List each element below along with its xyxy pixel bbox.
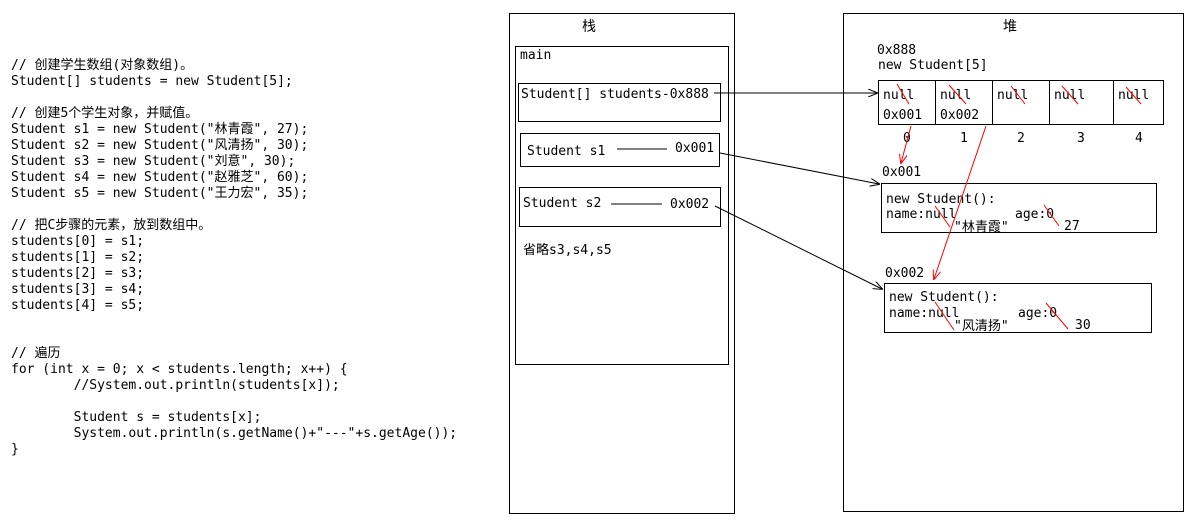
s2-variable-ref: 0x002	[670, 197, 710, 212]
array-cell-old-value: null	[940, 88, 972, 103]
object2-name-value: "风清扬"	[954, 319, 1009, 334]
code-line: // 把C步骤的元素，放到数组中。	[11, 218, 212, 233]
object1-name-label: name:null	[886, 207, 957, 222]
code-line: //System.out.println(students[x]);	[11, 378, 340, 393]
code-line: Student s = students[x];	[11, 410, 262, 425]
main-frame-label: main	[520, 48, 552, 63]
students-variable-label: Student[] students-0x888	[521, 87, 709, 102]
array-label: new Student[5]	[878, 58, 988, 73]
object1-age-label: age:0	[1015, 207, 1055, 222]
code-line: Student[] students = new Student[5];	[11, 74, 293, 89]
main-frame	[515, 46, 729, 365]
heap-title: 堆	[1003, 19, 1017, 35]
object1-title: new Student():	[886, 192, 996, 207]
s1-variable-label: Student s1	[527, 144, 606, 159]
object2-box	[884, 283, 1152, 333]
code-line: students[4] = s5;	[11, 298, 145, 313]
object2-age-label: age:0	[1018, 306, 1058, 321]
code-line: students[0] = s1;	[11, 234, 145, 249]
code-line: Student s3 = new Student("刘意", 30);	[11, 154, 296, 169]
code-line: // 创建学生数组(对象数组)。	[11, 58, 194, 73]
array-cell-old-value: null	[1054, 88, 1086, 103]
array-cell-old-value: null	[997, 88, 1029, 103]
code-line: // 创建5个学生对象，并赋值。	[11, 106, 199, 121]
code-line: for (int x = 0; x < students.length; x++…	[11, 362, 348, 377]
stack-title: 栈	[582, 19, 596, 35]
object2-title: new Student():	[889, 290, 999, 305]
array-cell-index: 0	[903, 131, 911, 146]
array-cell-index: 2	[1017, 131, 1025, 146]
object1-age-value: 27	[1064, 219, 1080, 234]
array-cell-old-value: null	[883, 88, 915, 103]
code-line: Student s4 = new Student("赵雅芝", 60);	[11, 170, 309, 185]
s1-variable-ref: 0x001	[675, 141, 715, 156]
array-cell-divider	[1049, 80, 1050, 125]
array-cell-divider	[992, 80, 993, 125]
array-cell-index: 4	[1135, 131, 1143, 146]
array-cell-index: 1	[960, 131, 968, 146]
code-line: students[1] = s2;	[11, 250, 145, 265]
code-line: Student s1 = new Student("林青霞", 27);	[11, 122, 309, 137]
code-line: }	[11, 442, 19, 457]
code-line: Student s2 = new Student("风清扬", 30);	[11, 138, 309, 153]
code-line: // 遍历	[11, 346, 61, 361]
omitted-variables-note: 省略s3,s4,s5	[523, 243, 612, 258]
code-line: students[2] = s3;	[11, 266, 145, 281]
array-cell-old-value: null	[1118, 88, 1150, 103]
code-line: students[3] = s4;	[11, 282, 145, 297]
array-cell-new-value: 0x001	[883, 108, 923, 123]
object2-age-value: 30	[1075, 318, 1091, 333]
array-box	[878, 80, 1164, 125]
s2-variable-label: Student s2	[523, 196, 602, 211]
students-variable-box	[518, 83, 721, 122]
array-cell-index: 3	[1077, 131, 1085, 146]
object1-name-value: "林青霞"	[954, 220, 1009, 235]
s1-variable-box	[520, 133, 720, 167]
object2-name-label: name:null	[889, 306, 960, 321]
array-cell-new-value: 0x002	[940, 108, 980, 123]
code-line: System.out.println(s.getName()+"---"+s.g…	[11, 426, 458, 441]
object1-address: 0x001	[882, 165, 922, 180]
array-cell-divider	[935, 80, 936, 125]
array-cell-divider	[1113, 80, 1114, 125]
students-variable-ref: 0x888	[669, 87, 709, 102]
code-line: Student s5 = new Student("王力宏", 35);	[11, 186, 309, 201]
array-address: 0x888	[877, 43, 917, 58]
object2-address: 0x002	[885, 266, 925, 281]
